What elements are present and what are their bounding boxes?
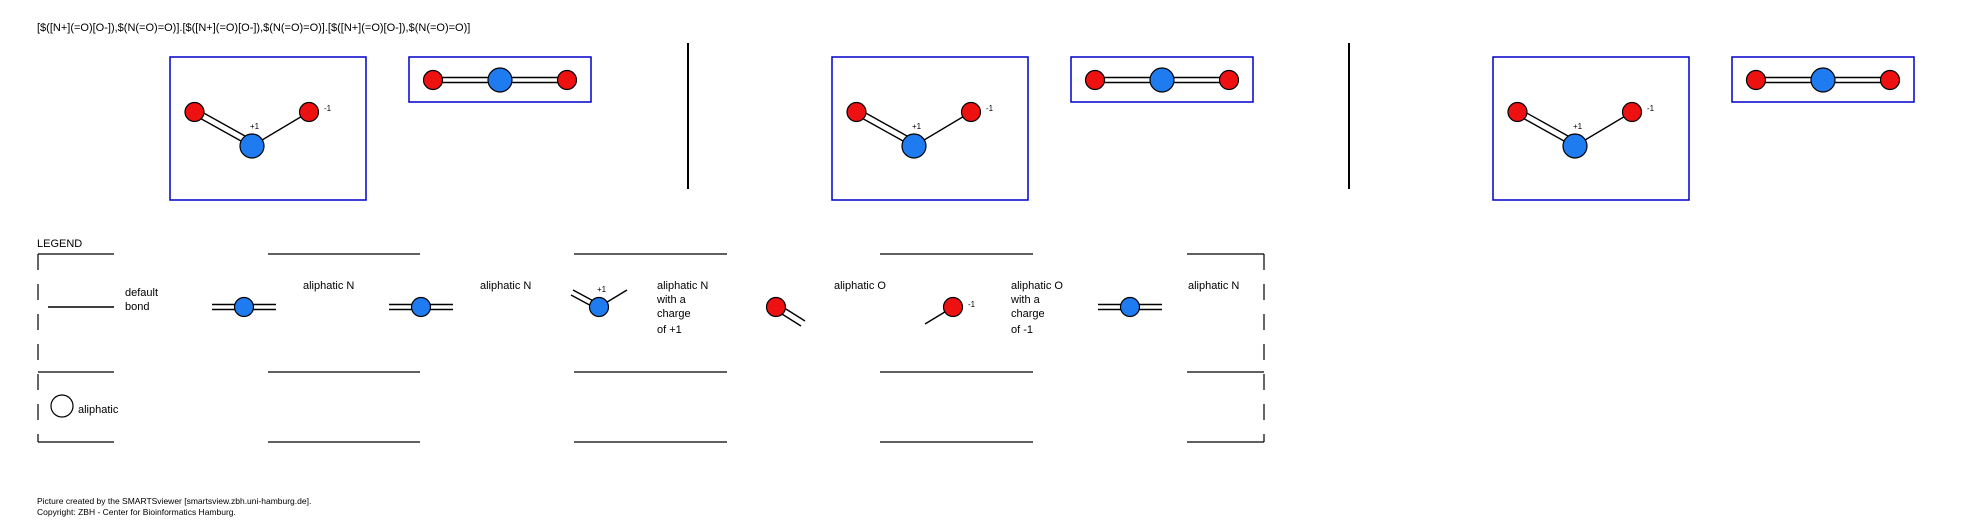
charge-label-minus: -1 xyxy=(986,104,994,113)
nitrogen-atom xyxy=(233,296,255,318)
charge-label-plus: +1 xyxy=(1573,122,1583,131)
alternative-box xyxy=(408,56,592,103)
nitro-charged-box: +1 -1 xyxy=(831,56,1029,201)
charge-label-minus: -1 xyxy=(968,300,976,309)
oxygen-atom xyxy=(846,101,867,123)
charge-label-plus: +1 xyxy=(597,285,607,294)
legend-item-label: aliphatic N with a charge of +1 xyxy=(656,280,711,336)
nitrogen-atom xyxy=(901,133,927,159)
oxygen-atom xyxy=(942,296,964,318)
oxygen-atom xyxy=(765,296,787,318)
nitrogen-atom xyxy=(1149,67,1175,93)
double-bond-line xyxy=(858,108,917,142)
oxygen-atom xyxy=(1879,69,1901,91)
legend-item-aliphatic-n: aliphatic N xyxy=(389,280,531,318)
nitrogen-atom xyxy=(1119,296,1141,318)
legend-item-label: aliphatic O xyxy=(834,280,886,292)
legend-item-label: aliphatic N xyxy=(480,280,531,292)
charge-label-minus: -1 xyxy=(1647,104,1655,113)
legend-item-aliphatic-o-minus: -1 aliphatic O with a charge of -1 xyxy=(924,280,1066,336)
oxygen-atom xyxy=(1218,69,1240,91)
legend-item-label: aliphatic N xyxy=(303,280,354,292)
nitrogen-atom xyxy=(410,296,432,318)
double-bond-line xyxy=(1519,108,1578,142)
nitrogen-atom xyxy=(487,67,513,93)
nitrogen-atom xyxy=(239,133,265,159)
double-bond-line xyxy=(854,113,913,147)
double-bond-line xyxy=(192,113,251,147)
alternative-box xyxy=(1492,56,1690,201)
oxygen-atom xyxy=(556,69,578,91)
charge-label-minus: -1 xyxy=(324,104,332,113)
smarts-string: [$([N+](=O)[O-]),$(N(=O)=O)].[$([N+](=O)… xyxy=(37,22,470,34)
oxygen-atom xyxy=(1745,69,1767,91)
double-bond-line xyxy=(1515,113,1574,147)
nitrogen-atom xyxy=(588,296,610,318)
legend: LEGEND default bond xyxy=(37,238,1265,443)
charge-label-plus: +1 xyxy=(250,122,260,131)
legend-frame xyxy=(37,253,1265,443)
nitrogen-atom xyxy=(1810,67,1836,93)
double-bond-line xyxy=(196,108,255,142)
oxygen-atom xyxy=(960,101,982,123)
legend-label-aliphatic: aliphatic xyxy=(78,404,119,416)
oxygen-atom xyxy=(1084,69,1106,91)
nitrogen-atom xyxy=(1562,133,1588,159)
charge-label-plus: +1 xyxy=(912,122,922,131)
oxygen-atom xyxy=(1507,101,1528,123)
legend-item-label: aliphatic N xyxy=(1188,280,1239,292)
legend-item-aliphatic-n-plus: +1 aliphatic N with a charge of +1 xyxy=(570,280,711,336)
legend-item-aliphatic-n: aliphatic N xyxy=(212,280,354,318)
legend-item-label: aliphatic O with a charge of -1 xyxy=(1010,280,1066,336)
oxygen-atom xyxy=(184,101,205,123)
oxygen-atom xyxy=(298,101,320,123)
component-group-2: +1 -1 xyxy=(831,56,1254,201)
alternative-box xyxy=(1070,56,1254,103)
component-group-1: +1 -1 xyxy=(169,56,592,201)
nitro-charged-box: +1 -1 xyxy=(169,56,367,201)
alternative-box xyxy=(169,56,367,201)
nitro-neutral-box xyxy=(408,56,592,103)
oxygen-atom xyxy=(422,69,444,91)
aliphatic-circle-sample xyxy=(50,394,74,418)
legend-title: LEGEND xyxy=(37,238,82,250)
nitro-charged-box: +1 -1 xyxy=(1492,56,1690,201)
component-group-3: +1 -1 xyxy=(1492,56,1915,201)
footer-copyright: Copyright: ZBH - Center for Bioinformati… xyxy=(37,507,236,517)
legend-item-aliphatic-n: aliphatic N xyxy=(1098,280,1239,318)
alternative-box xyxy=(831,56,1029,201)
legend-label-default-bond: default bond xyxy=(125,287,161,313)
nitro-neutral-box xyxy=(1731,56,1915,103)
alternative-box xyxy=(1731,56,1915,103)
nitro-neutral-box xyxy=(1070,56,1254,103)
oxygen-atom xyxy=(1621,101,1643,123)
legend-item-aliphatic-o: aliphatic O xyxy=(765,280,886,327)
footer-credit: Picture created by the SMARTSviewer [sma… xyxy=(37,496,311,506)
